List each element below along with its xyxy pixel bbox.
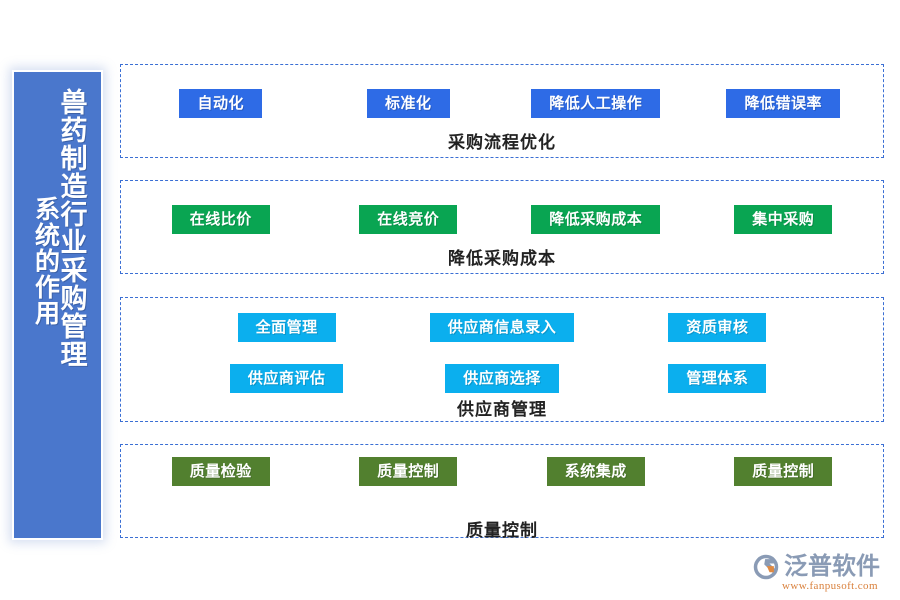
chip-item[interactable]: 系统集成	[546, 457, 645, 486]
section-label: 采购流程优化	[448, 133, 556, 152]
chip-cell: 在线竞价	[315, 205, 503, 234]
brand-name: 泛普软件	[784, 553, 880, 580]
chip-item[interactable]: 自动化	[179, 89, 262, 118]
section-label: 降低采购成本	[448, 249, 556, 268]
chip-item[interactable]: 管理体系	[668, 364, 767, 393]
chip-cell: 在线比价	[127, 205, 315, 234]
chip-item[interactable]: 质量控制	[359, 457, 458, 486]
chip-row: 质量检验 质量控制 系统集成 质量控制	[121, 457, 883, 486]
chip-item[interactable]: 供应商评估	[229, 364, 344, 393]
fanpu-swoosh-logo-icon	[753, 554, 779, 580]
chip-row: 全面管理 供应商信息录入 资质审核	[121, 313, 883, 342]
chip-item[interactable]: 标准化	[366, 89, 450, 118]
section-0: 自动化 标准化 降低人工操作 降低错误率采购流程优化	[120, 64, 884, 158]
chip-item[interactable]: 集中采购	[734, 205, 833, 234]
chip-row: 在线比价 在线竞价 降低采购成本 集中采购	[121, 205, 883, 234]
chip-item[interactable]: 质量控制	[734, 457, 833, 486]
chip-cell: 供应商选择	[394, 364, 609, 393]
chip-item[interactable]: 在线比价	[171, 205, 270, 234]
chip-cell: 资质审核	[610, 313, 825, 342]
chip-row: 自动化 标准化 降低人工操作 降低错误率	[121, 89, 883, 118]
brand-url: www.fanpusoft.com	[782, 580, 878, 592]
section-2: 全面管理 供应商信息录入 资质审核供应商评估 供应商选择 管理体系供应商管理	[120, 297, 884, 422]
chip-cell: 标准化	[315, 89, 503, 118]
chip-row: 供应商评估 供应商选择 管理体系	[121, 364, 883, 393]
side-title-panel: 兽药制造行业采购管理 系统的作用	[12, 70, 103, 540]
section-1: 在线比价在线竞价降低采购成本集中采购降低采购成本	[120, 180, 884, 274]
brand-logo: 泛普软件 www.fanpusoft.com	[752, 552, 892, 596]
section-label: 供应商管理	[457, 400, 547, 419]
chip-cell: 管理体系	[610, 364, 825, 393]
chip-cell: 降低错误率	[690, 89, 878, 118]
chip-item[interactable]: 质量检验	[171, 457, 270, 486]
chip-cell: 供应商评估	[179, 364, 394, 393]
chip-item[interactable]: 全面管理	[237, 313, 336, 342]
chip-item[interactable]: 降低错误率	[726, 89, 840, 118]
chip-cell: 质量控制	[690, 457, 878, 486]
chip-item[interactable]: 在线竞价	[359, 205, 458, 234]
chip-cell: 质量控制	[315, 457, 503, 486]
chip-cell: 自动化	[127, 89, 315, 118]
chip-item[interactable]: 资质审核	[668, 313, 767, 342]
chip-cell: 降低采购成本	[502, 205, 690, 234]
chip-cell: 供应商信息录入	[394, 313, 609, 342]
side-title-sub: 系统的作用	[31, 196, 60, 326]
chip-cell: 系统集成	[502, 457, 690, 486]
chip-item[interactable]: 降低采购成本	[531, 205, 661, 234]
section-label: 质量控制	[466, 521, 538, 540]
chip-cell: 全面管理	[179, 313, 394, 342]
chip-item[interactable]: 降低人工操作	[531, 89, 661, 118]
chip-cell: 集中采购	[690, 205, 878, 234]
section-3: 质量检验质量控制系统集成质量控制质量控制	[120, 444, 884, 540]
chip-item[interactable]: 供应商选择	[445, 364, 559, 393]
chip-cell: 质量检验	[127, 457, 315, 486]
chip-item[interactable]: 供应商信息录入	[429, 313, 575, 342]
chip-cell: 降低人工操作	[502, 89, 690, 118]
brand-top-row: 泛普软件	[752, 552, 880, 582]
side-title-main: 兽药制造行业采购管理	[56, 88, 87, 368]
